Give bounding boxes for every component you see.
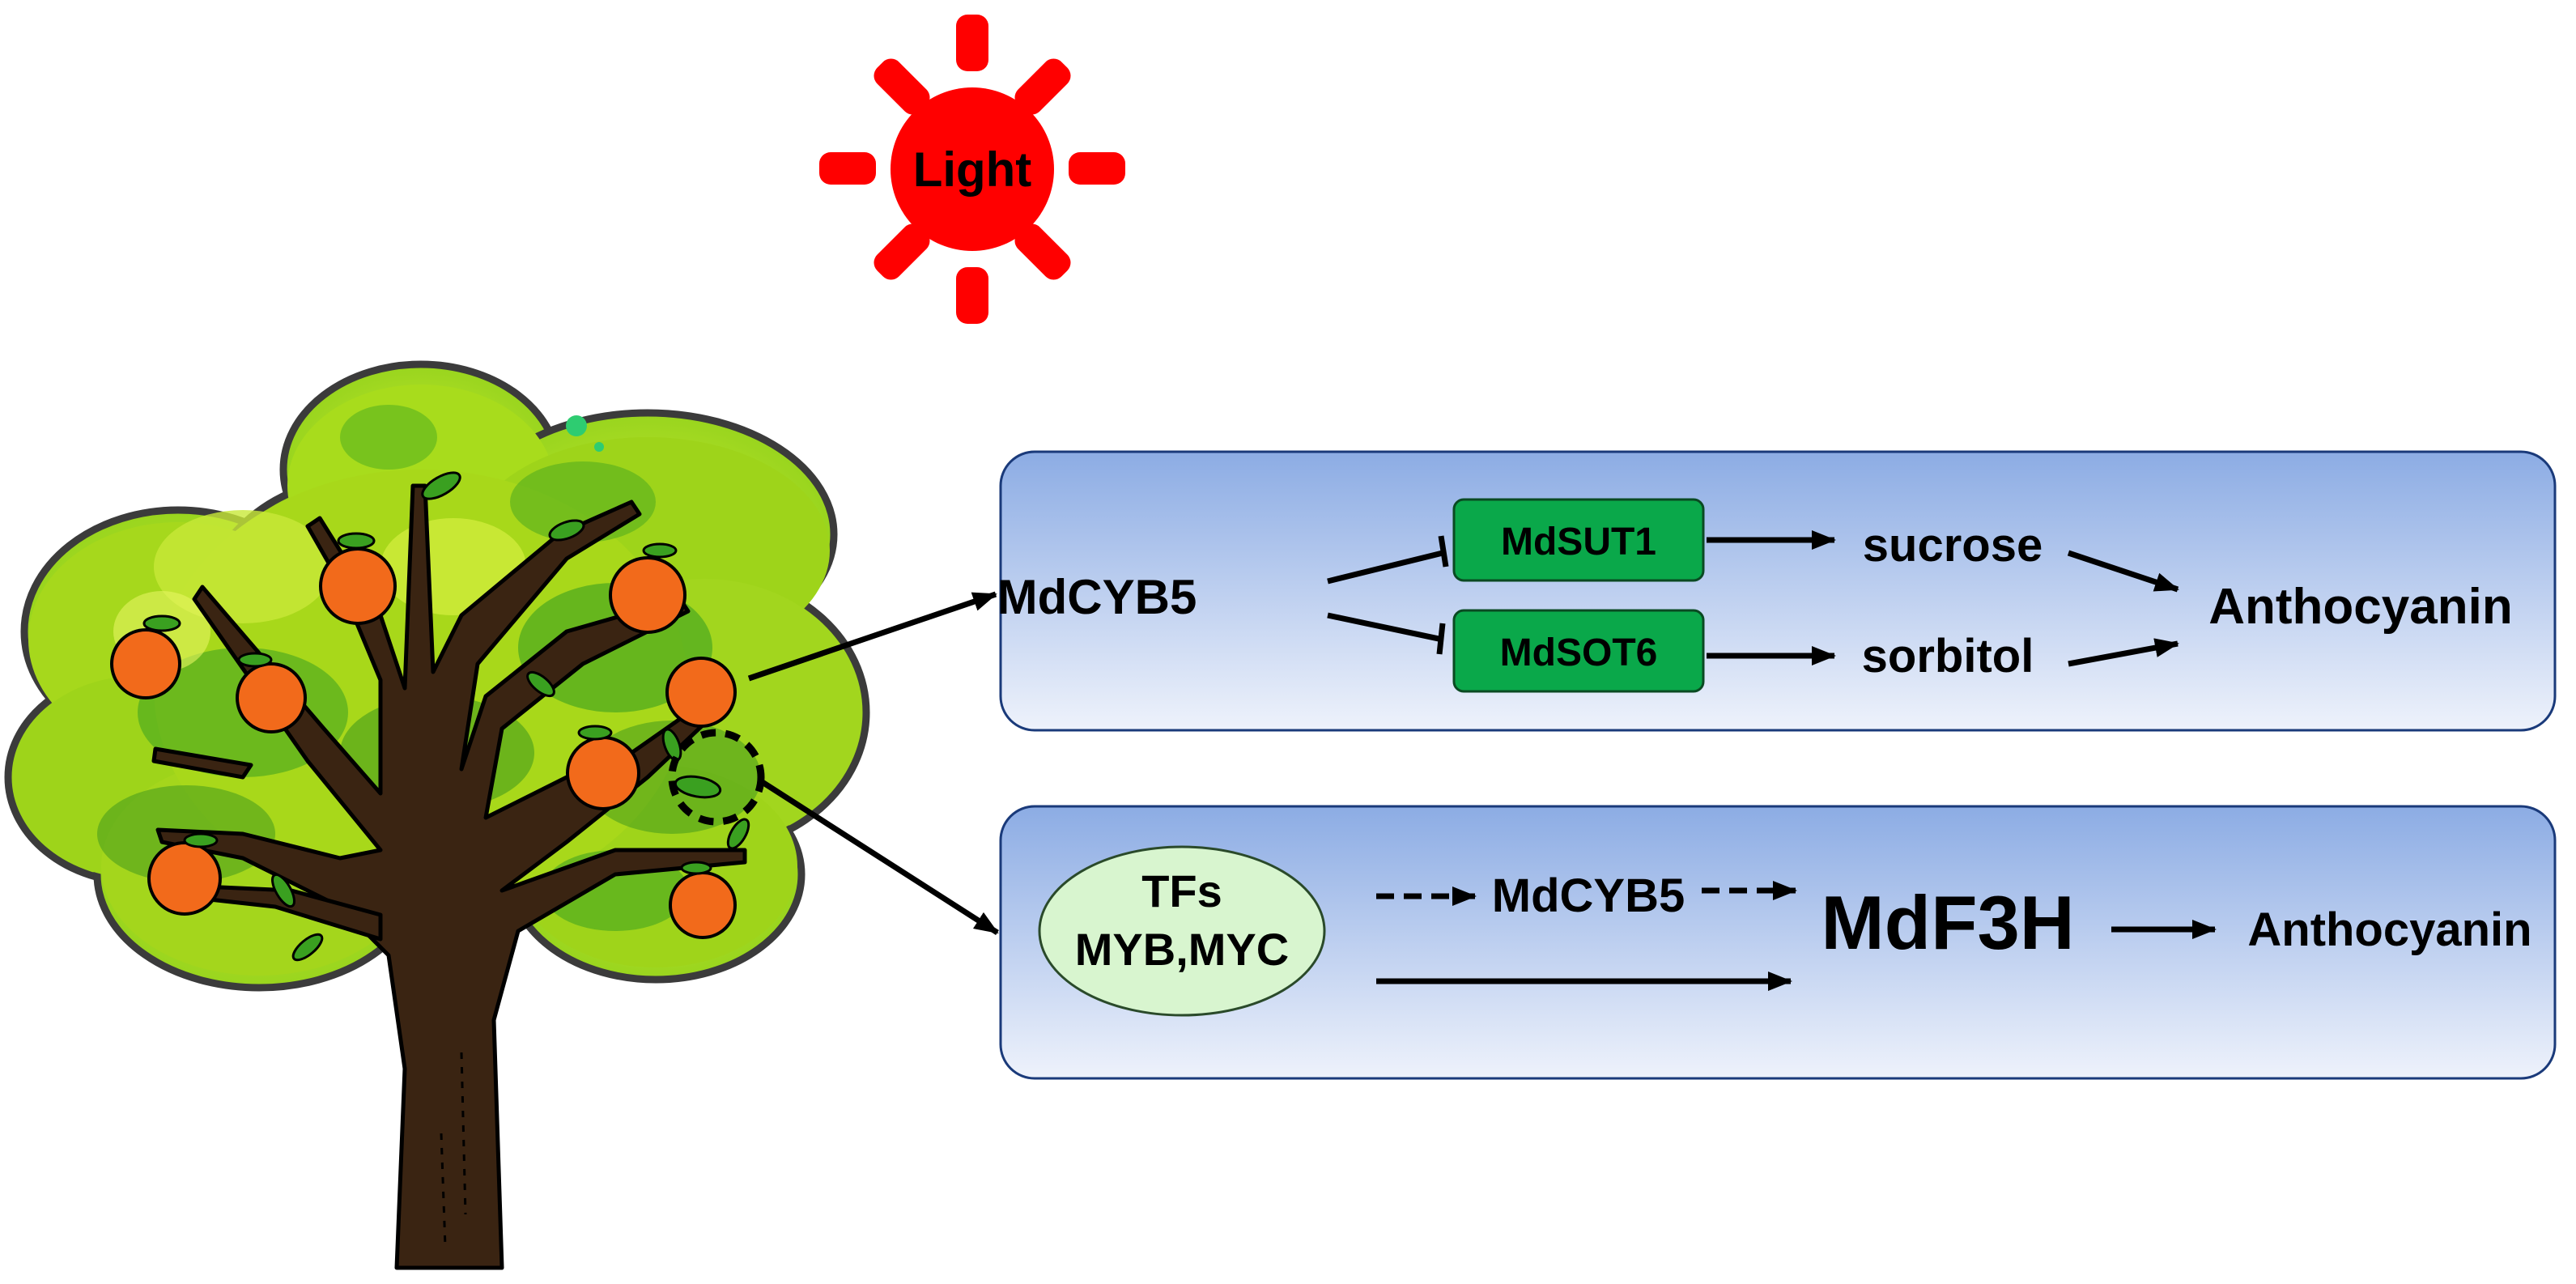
leaf-focus-circle [668,729,765,826]
sun-icon: Light [819,15,1125,324]
sun-label: Light [913,142,1032,197]
top-output-label: Anthocyanin [2208,579,2512,635]
apple-icon [110,614,181,699]
top-regulator-label: MdCYB5 [997,570,1197,624]
apple-icon [665,657,737,728]
tree-to-bottom-panel-arrow [759,779,999,935]
apple-icon [236,652,307,733]
tf-line2: MYB,MYC [1075,924,1289,975]
panel-sugar-pathway: MdCYB5 MdSUT1 MdSOT6 sucrose sorbitol An… [997,450,2557,732]
tf-ellipse: TFs MYB,MYC [1038,845,1326,1017]
apple-icon [669,861,737,939]
arrow-sorbitol-anthocyanin [2068,638,2179,667]
product1-label: sucrose [1863,519,2043,572]
gene-box-mdsot6: MdSOT6 [1452,609,1705,693]
target-gene-label: MdF3H [1821,880,2074,965]
apple-icon [609,542,687,634]
tree-to-top-panel-arrow [747,591,997,682]
arrow-sucrose-anthocyanin [2067,550,2179,593]
leaf-icon [271,471,750,962]
apple-tree-icon [4,360,870,1270]
tf-line1: TFs [1141,865,1222,916]
gene-box-mdsut1: MdSUT1 [1452,498,1705,582]
apples [110,532,737,939]
bottom-output-label: Anthocyanin [2247,903,2531,956]
bottom-middle-label: MdCYB5 [1492,869,1685,922]
apple-icon [319,532,397,625]
panel-f3h-pathway: TFs MYB,MYC MdCYB5 MdF3H Anthocyanin [999,805,2557,1080]
gene1-label: MdSUT1 [1501,521,1656,563]
product2-label: sorbitol [1862,630,2034,682]
apple-icon [147,832,222,916]
inhibition-lines [1327,535,1449,655]
apple-icon [566,725,640,810]
gene2-label: MdSOT6 [1500,631,1658,674]
